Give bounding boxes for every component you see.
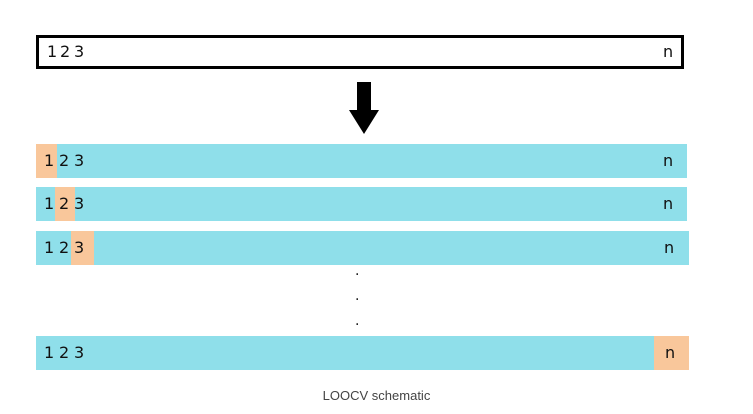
fold-label-n: n	[663, 151, 674, 170]
fold-label-3: 3	[74, 238, 85, 257]
ellipsis-dot: .	[355, 288, 360, 304]
held-out-segment	[71, 231, 94, 265]
fold-label-1: 1	[44, 343, 55, 362]
fold-label-n: n	[664, 238, 675, 257]
original-label-3: 3	[74, 42, 85, 61]
ellipsis-dot: .	[355, 263, 360, 279]
fold-label-n: n	[663, 194, 674, 213]
fold-label-2: 2	[59, 194, 70, 213]
fold-label-1: 1	[44, 238, 55, 257]
fold-label-3: 3	[74, 151, 85, 170]
fold-label-2: 2	[59, 343, 70, 362]
fold-label-3: 3	[74, 194, 85, 213]
held-out-segment	[654, 336, 689, 370]
original-label-1: 1	[47, 42, 58, 61]
ellipsis-dot: .	[355, 313, 360, 329]
fold-bar-n: 1 2 3 n	[36, 336, 689, 370]
down-arrow-icon	[349, 82, 379, 134]
held-out-segment	[36, 144, 57, 178]
fold-bar-3: 1 2 3 n	[36, 231, 689, 265]
original-label-2: 2	[60, 42, 71, 61]
fold-label-1: 1	[44, 151, 55, 170]
fold-label-2: 2	[59, 238, 70, 257]
fold-bar-2: 1 2 3 n	[36, 187, 687, 221]
fold-bar-1: 1 2 3 n	[36, 144, 687, 178]
original-label-n: n	[663, 42, 674, 61]
fold-label-n: n	[665, 343, 676, 362]
figure-caption: LOOCV schematic	[322, 388, 431, 403]
original-dataset-bar: 1 2 3 n	[36, 35, 684, 69]
fold-label-3: 3	[74, 343, 85, 362]
fold-label-2: 2	[59, 151, 70, 170]
fold-label-1: 1	[44, 194, 55, 213]
held-out-segment	[55, 187, 75, 221]
